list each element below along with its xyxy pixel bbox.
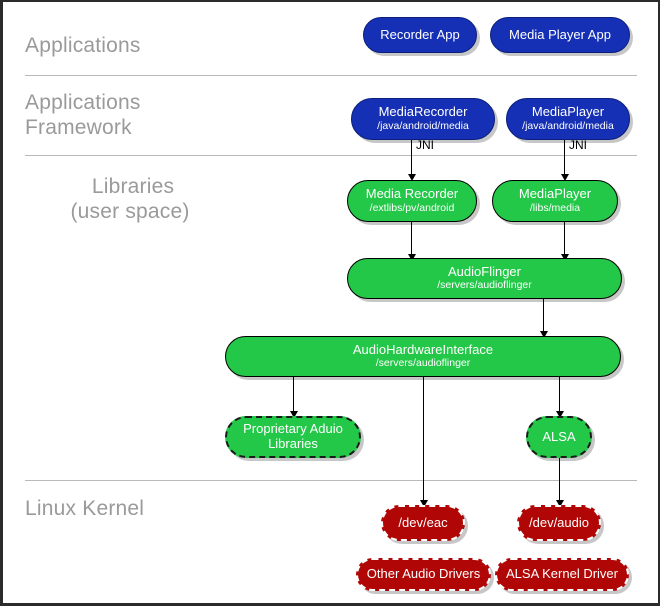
node-title: /dev/eac [398, 514, 448, 530]
node-subtitle: /extlibs/pv/android [369, 201, 455, 214]
node-dev-audio[interactable]: /dev/audio [517, 505, 601, 541]
node-subtitle: /java/android/media [377, 119, 469, 132]
arrowhead-dev-audio [556, 500, 564, 507]
node-audiohardwareinterface[interactable]: AudioHardwareInterface /servers/audiofli… [225, 336, 621, 377]
node-subtitle: /libs/media [529, 201, 581, 214]
node-dev-eac[interactable]: /dev/eac [381, 505, 465, 541]
connector-media-recorder-to-audioflinger [411, 222, 412, 258]
node-mediaplayer-framework[interactable]: MediaPlayer /java/android/media [506, 98, 630, 140]
layer-label-applications: Applications [25, 34, 141, 57]
divider-framework [25, 155, 637, 156]
node-proprietary-audio-libraries[interactable]: Proprietary Aduio Libraries [225, 416, 361, 458]
arrowhead-proprietary-libraries [290, 411, 298, 418]
arrowhead-alsa [556, 411, 564, 418]
node-other-audio-drivers[interactable]: Other Audio Drivers [356, 558, 491, 591]
connector-ahi-to-proprietary-libraries [293, 377, 294, 415]
node-title: /dev/audio [529, 514, 589, 530]
node-subtitle: Libraries [268, 436, 318, 451]
connector-audioflinger-to-audiohardwareinterface [543, 299, 544, 335]
arrowhead-media-recorder-lib [408, 174, 416, 181]
arrowhead-audiohardwareinterface [540, 331, 548, 338]
node-alsa[interactable]: ALSA [526, 416, 592, 458]
node-audioflinger[interactable]: AudioFlinger /servers/audioflinger [347, 258, 622, 299]
node-media-player-app[interactable]: Media Player App [490, 17, 630, 53]
connector-ahi-to-dev-eac [423, 377, 424, 504]
node-title: AudioHardwareInterface [352, 341, 494, 357]
layer-label-applications-framework: Applications Framework [25, 91, 141, 139]
node-title: Media Player App [509, 26, 611, 42]
divider-applications [25, 75, 637, 76]
connector-mediaplayer-to-audioflinger [564, 222, 565, 258]
connector-mediarecorder-jni [411, 140, 412, 178]
jni-label-right: JNI [569, 138, 587, 152]
node-title: ALSA Kernel Driver [506, 566, 618, 582]
node-subtitle: /servers/audioflinger [375, 357, 471, 370]
node-recorder-app[interactable]: Recorder App [363, 17, 477, 53]
node-title: ALSA [542, 428, 576, 444]
connector-mediaplayer-jni [564, 140, 565, 178]
node-mediarecorder-framework[interactable]: MediaRecorder /java/android/media [351, 98, 495, 140]
node-title: Media Recorder [365, 186, 459, 202]
node-media-recorder-lib[interactable]: Media Recorder /extlibs/pv/android [347, 180, 477, 222]
node-subtitle: /java/android/media [522, 119, 614, 132]
arrowhead-mediaplayer-lib [561, 174, 569, 181]
node-title: MediaRecorder [378, 104, 468, 120]
arrowhead-dev-eac [420, 500, 428, 507]
connector-alsa-to-dev-audio [559, 457, 560, 504]
node-mediaplayer-lib[interactable]: MediaPlayer /libs/media [492, 180, 618, 222]
node-subtitle: /servers/audioflinger [437, 279, 532, 292]
node-title: MediaPlayer [531, 104, 605, 120]
divider-libraries [25, 480, 637, 481]
node-alsa-kernel-driver[interactable]: ALSA Kernel Driver [495, 558, 629, 591]
connector-ahi-to-alsa [559, 377, 560, 415]
node-title: Other Audio Drivers [366, 566, 481, 582]
layer-label-libraries: Libraries (user space) [70, 175, 190, 223]
jni-label-left: JNI [416, 138, 434, 152]
node-title: Recorder App [380, 26, 460, 42]
node-title: AudioFlinger [448, 263, 521, 279]
node-title: Proprietary Aduio [243, 421, 343, 437]
layer-label-linux-kernel: Linux Kernel [25, 497, 145, 520]
node-title: MediaPlayer [518, 186, 592, 202]
